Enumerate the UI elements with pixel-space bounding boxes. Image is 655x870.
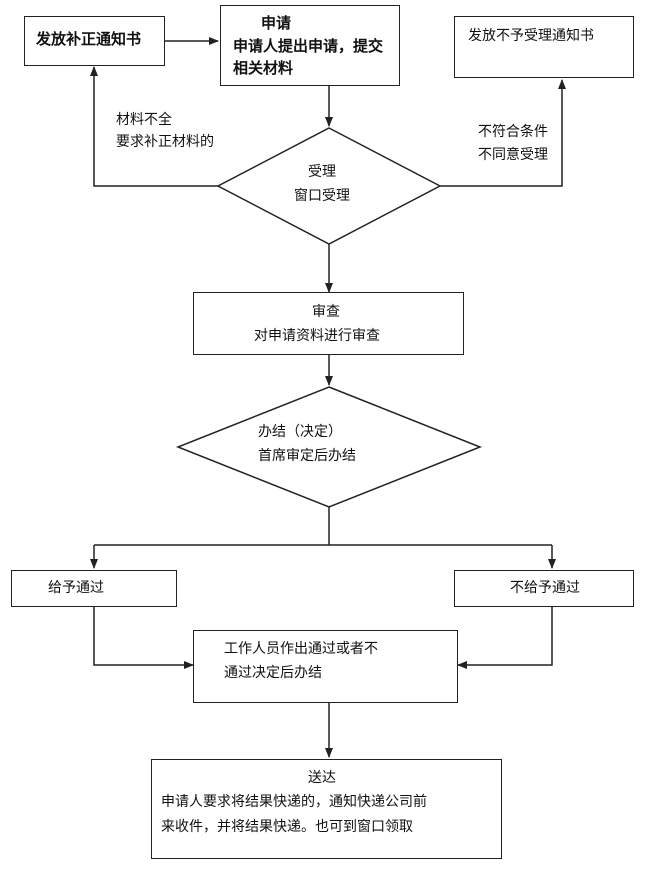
reject-notice-box <box>454 16 634 78</box>
deny-box <box>454 570 634 607</box>
not-met-label-line2: 不同意受理 <box>478 147 548 163</box>
apply-line1: 申请人提出申请，提交 <box>233 37 384 55</box>
staff-box <box>193 630 458 703</box>
supplement-notice-label: 发放补正通知书 <box>36 30 142 48</box>
accept-line2: 窗口受理 <box>294 188 350 204</box>
apply-line2: 相关材料 <box>233 59 294 77</box>
arrow-deny-to-staff <box>457 607 553 669</box>
deliver-line2: 来收件，并将结果快递。也可到窗口领取 <box>161 819 413 835</box>
decide-line1: 办结（决定） <box>258 424 342 440</box>
deliver-title: 送达 <box>308 770 336 786</box>
approve-box <box>11 570 177 607</box>
supplement-notice-box <box>24 16 165 66</box>
not-met-label-line1: 不符合条件 <box>478 124 548 140</box>
deliver-box <box>151 759 502 859</box>
staff-line2: 通过决定后办结 <box>224 665 322 681</box>
apply-title: 申请 <box>261 14 292 32</box>
review-title: 审查 <box>312 304 340 320</box>
apply-box <box>220 5 400 86</box>
deny-label: 不给予通过 <box>510 580 580 596</box>
staff-line1: 工作人员作出通过或者不 <box>224 641 378 657</box>
approve-label: 给予通过 <box>48 580 104 596</box>
accept-line1: 受理 <box>308 164 336 180</box>
reject-notice-label: 发放不予受理通知书 <box>468 28 594 44</box>
incomplete-label-line2: 要求补正材料的 <box>116 134 214 150</box>
decide-line2: 首席审定后办结 <box>258 448 356 464</box>
review-box <box>193 292 464 355</box>
arrow-approve-to-staff <box>93 607 194 669</box>
arrow-accept-to-supplement <box>90 66 218 187</box>
review-line1: 对申请资料进行审查 <box>254 328 380 344</box>
deliver-line1: 申请人要求将结果快递的，通知快递公司前 <box>161 794 427 810</box>
arrow-accept-to-reject <box>440 79 566 187</box>
incomplete-label-line1: 材料不全 <box>116 112 172 128</box>
